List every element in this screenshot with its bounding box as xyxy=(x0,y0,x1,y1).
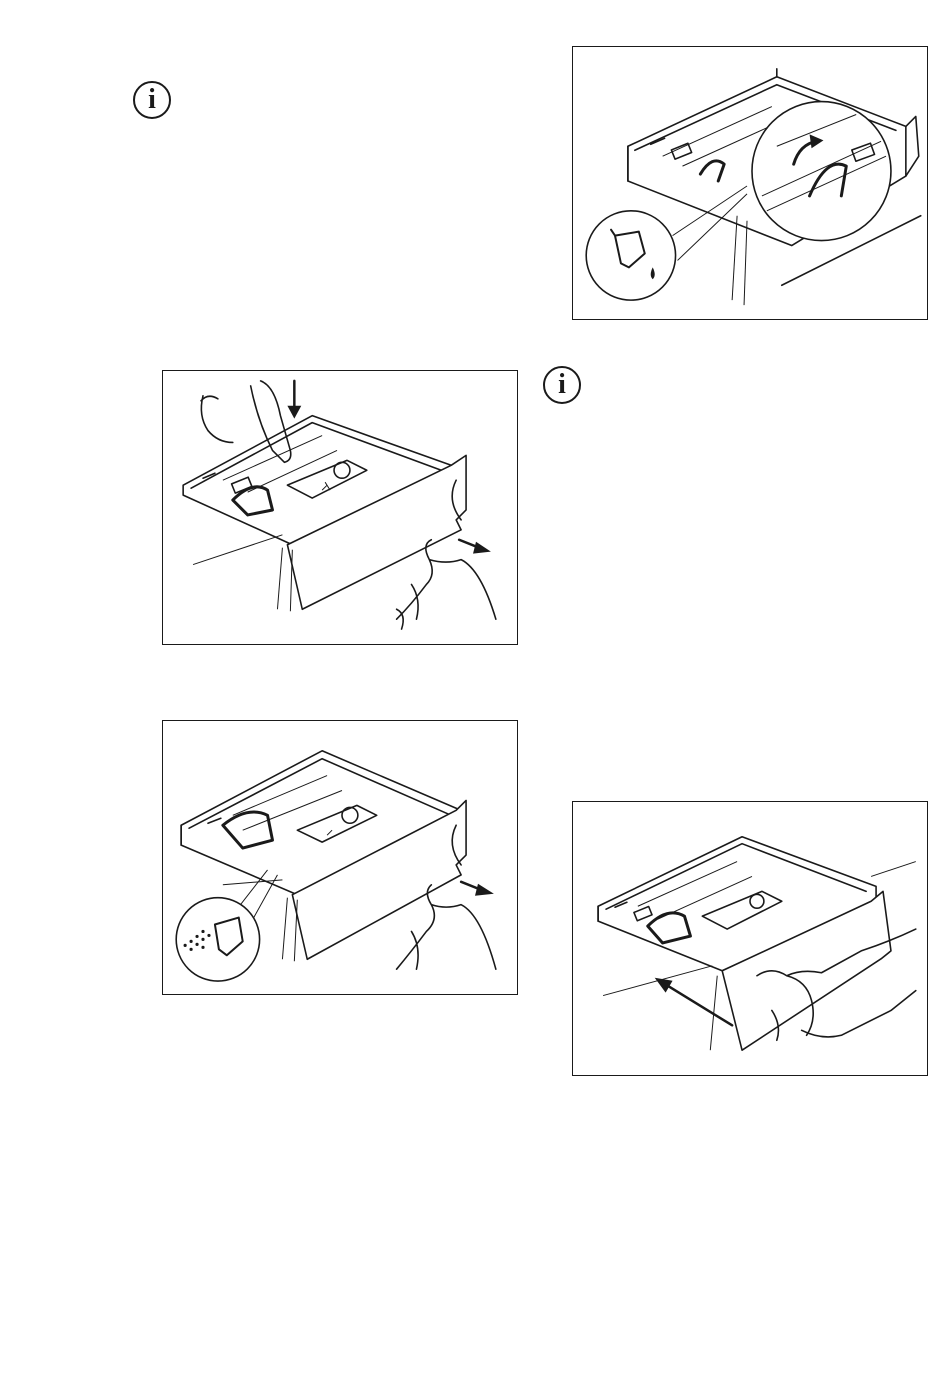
pull-arrow xyxy=(473,542,491,554)
pull-arrow xyxy=(475,884,494,896)
figure-push-drawer-closed xyxy=(572,801,928,1076)
figure-powder-drawer xyxy=(162,720,518,995)
push-in-arrow xyxy=(655,978,673,993)
drawer-close-illustration xyxy=(573,802,927,1075)
drawer-press-illustration xyxy=(163,371,517,644)
info-icon: i xyxy=(543,366,581,404)
info-icon: i xyxy=(133,81,171,119)
down-arrow xyxy=(287,406,301,419)
figure-flap-lift xyxy=(572,46,928,320)
figure-press-and-pull xyxy=(162,370,518,645)
drawer-powder-illustration xyxy=(163,721,517,994)
drawer-flap-illustration xyxy=(573,47,927,319)
